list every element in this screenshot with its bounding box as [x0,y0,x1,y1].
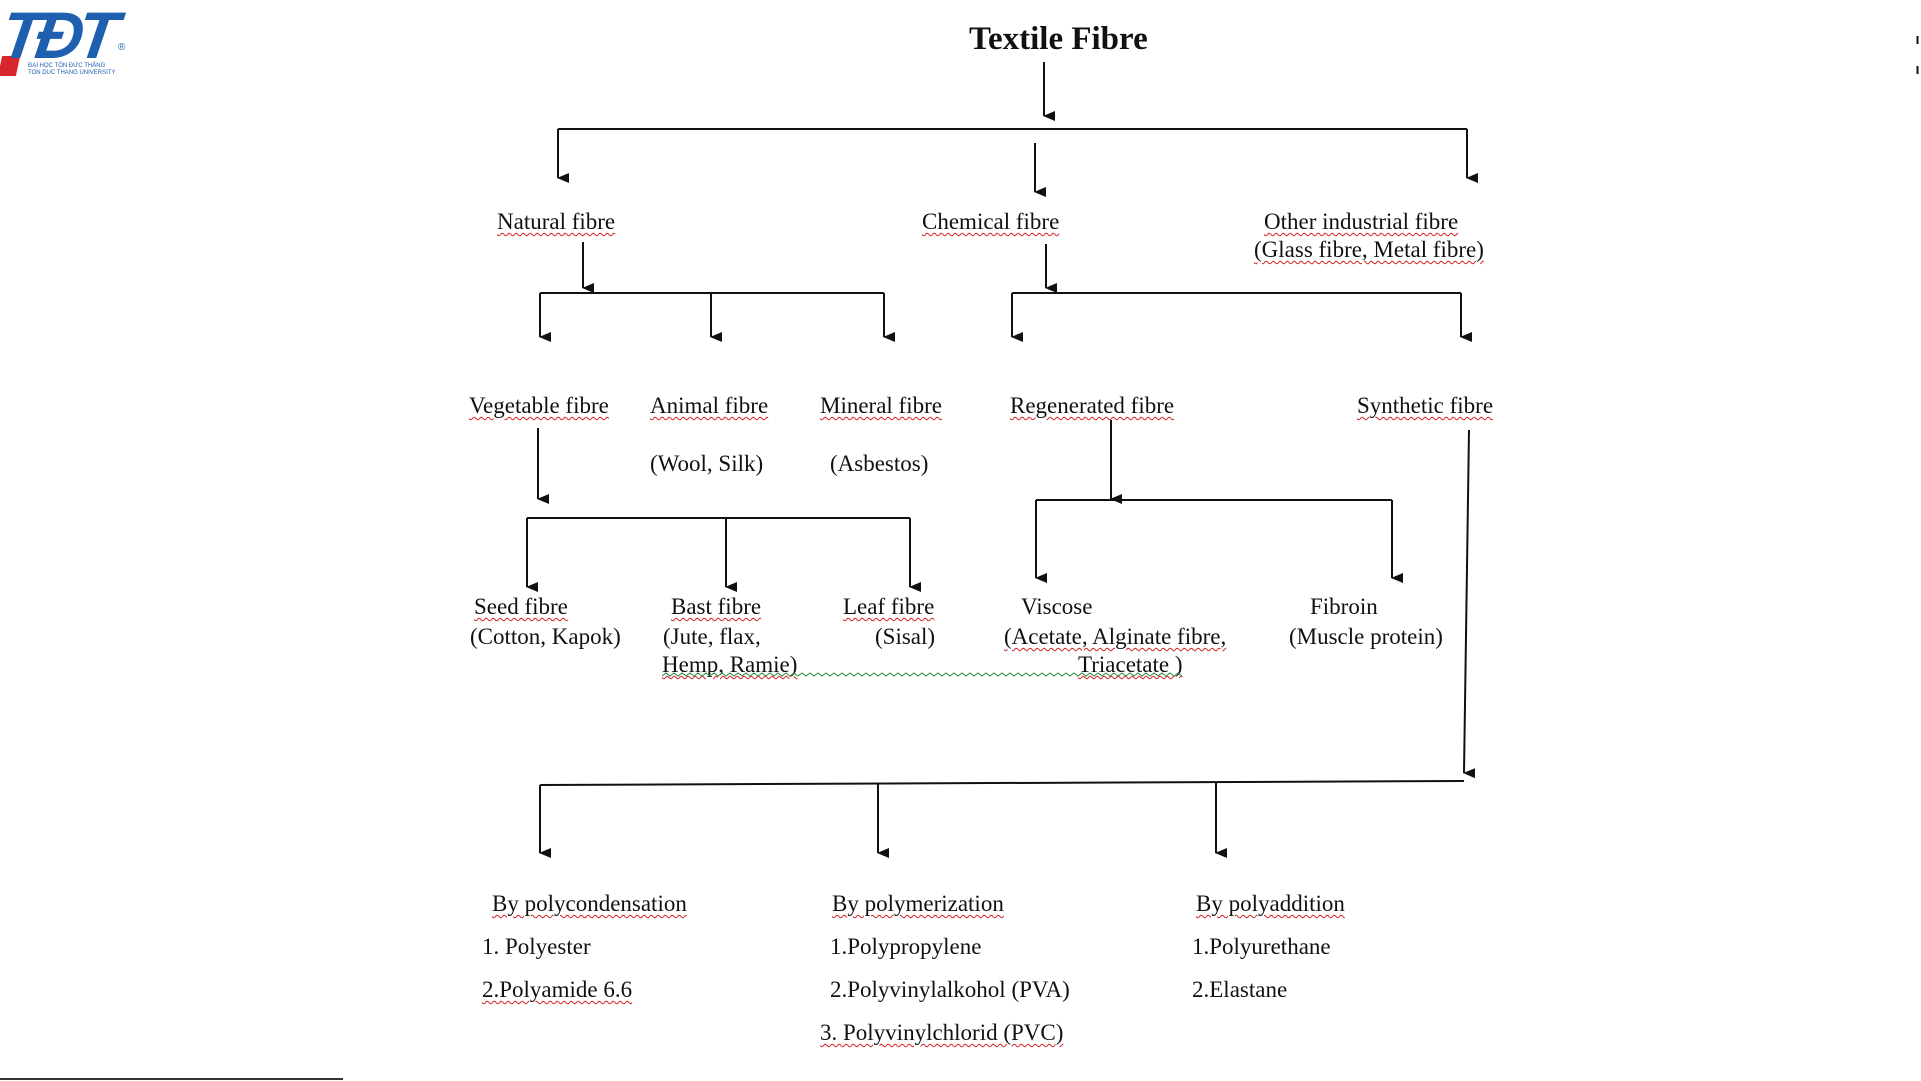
node-animal-fibre: Animal fibre [650,393,769,418]
node-regenerated-fibre: Regenerated fibre [1010,393,1175,418]
footer-rule [0,1078,343,1080]
node-animal-examples: (Wool, Silk) [650,451,764,476]
logo-subtitle: ĐẠI HỌC TÔN ĐỨC THẮNG TON DUC THANG UNIV… [28,63,115,77]
node-fibroin: Fibroin [1310,594,1378,619]
node-polyaddition-item-2: 2.Elastane [1192,977,1288,1002]
node-textile-fibre-label: Textile Fibre [969,21,1148,57]
node-polyaddition-item-1: 1.Polyurethane [1192,934,1331,959]
node-viscose: Viscose [1021,594,1093,619]
node-bast-fibre: Bast fibre [671,594,762,619]
spellcheck-squiggle [662,672,1182,677]
arrow-synthetic-down [1463,429,1476,779]
node-polymerization-item-3: 3. Polyvinylchlorid (PVC) [820,1020,1064,1045]
node-polycondensation-item-2: 2.Polyamide 6.6 [482,977,633,1002]
node-leaf-examples: (Sisal) [875,624,936,649]
node-synthetic-fibre: Synthetic fibre [1357,393,1494,418]
node-polymerization-title: By polymerization [832,891,1004,916]
node-polymerization-item-2: 2.Polyvinylalkohol (PVA) [830,977,1070,1002]
node-fibroin-examples: (Muscle protein) [1289,624,1443,649]
edge-marker [1916,36,1919,74]
node-mineral-fibre: Mineral fibre [820,393,942,418]
university-logo: TĐT ® ĐẠI HỌC TÔN ĐỨC THẮNG TON DUC THAN… [0,0,140,80]
node-other-industrial-examples: (Glass fibre, Metal fibre) [1254,237,1484,262]
node-mineral-examples: (Asbestos) [830,451,929,476]
node-chemical-fibre: Chemical fibre [922,209,1060,234]
node-polycondensation-title: By polycondensation [492,891,687,916]
node-polycondensation-item-1: 1. Polyester [482,934,591,959]
node-seed-examples: (Cotton, Kapok) [470,624,621,649]
node-viscose-examples-1: (Acetate, Alginate fibre, [1004,624,1227,649]
logo-subtitle-vn: ĐẠI HỌC TÔN ĐỨC THẮNG [28,63,106,69]
node-textile-fibre: Textile Fibre [969,23,1148,56]
node-vegetable-fibre: Vegetable fibre [469,393,609,418]
bar-synthetic [539,780,1465,786]
node-leaf-fibre: Leaf fibre [843,594,935,619]
node-polyaddition-title: By polyaddition [1196,891,1345,916]
node-bast-examples-1: (Jute, flax, [663,624,761,649]
node-polymerization-item-1: 1.Polypropylene [830,934,982,959]
logo-subtitle-en: TON DUC THANG UNIVERSITY [28,70,116,76]
logo-registered-mark: ® [118,42,126,53]
node-seed-fibre: Seed fibre [474,594,568,619]
node-natural-fibre: Natural fibre [497,209,616,234]
node-other-industrial-fibre: Other industrial fibre [1264,209,1459,234]
